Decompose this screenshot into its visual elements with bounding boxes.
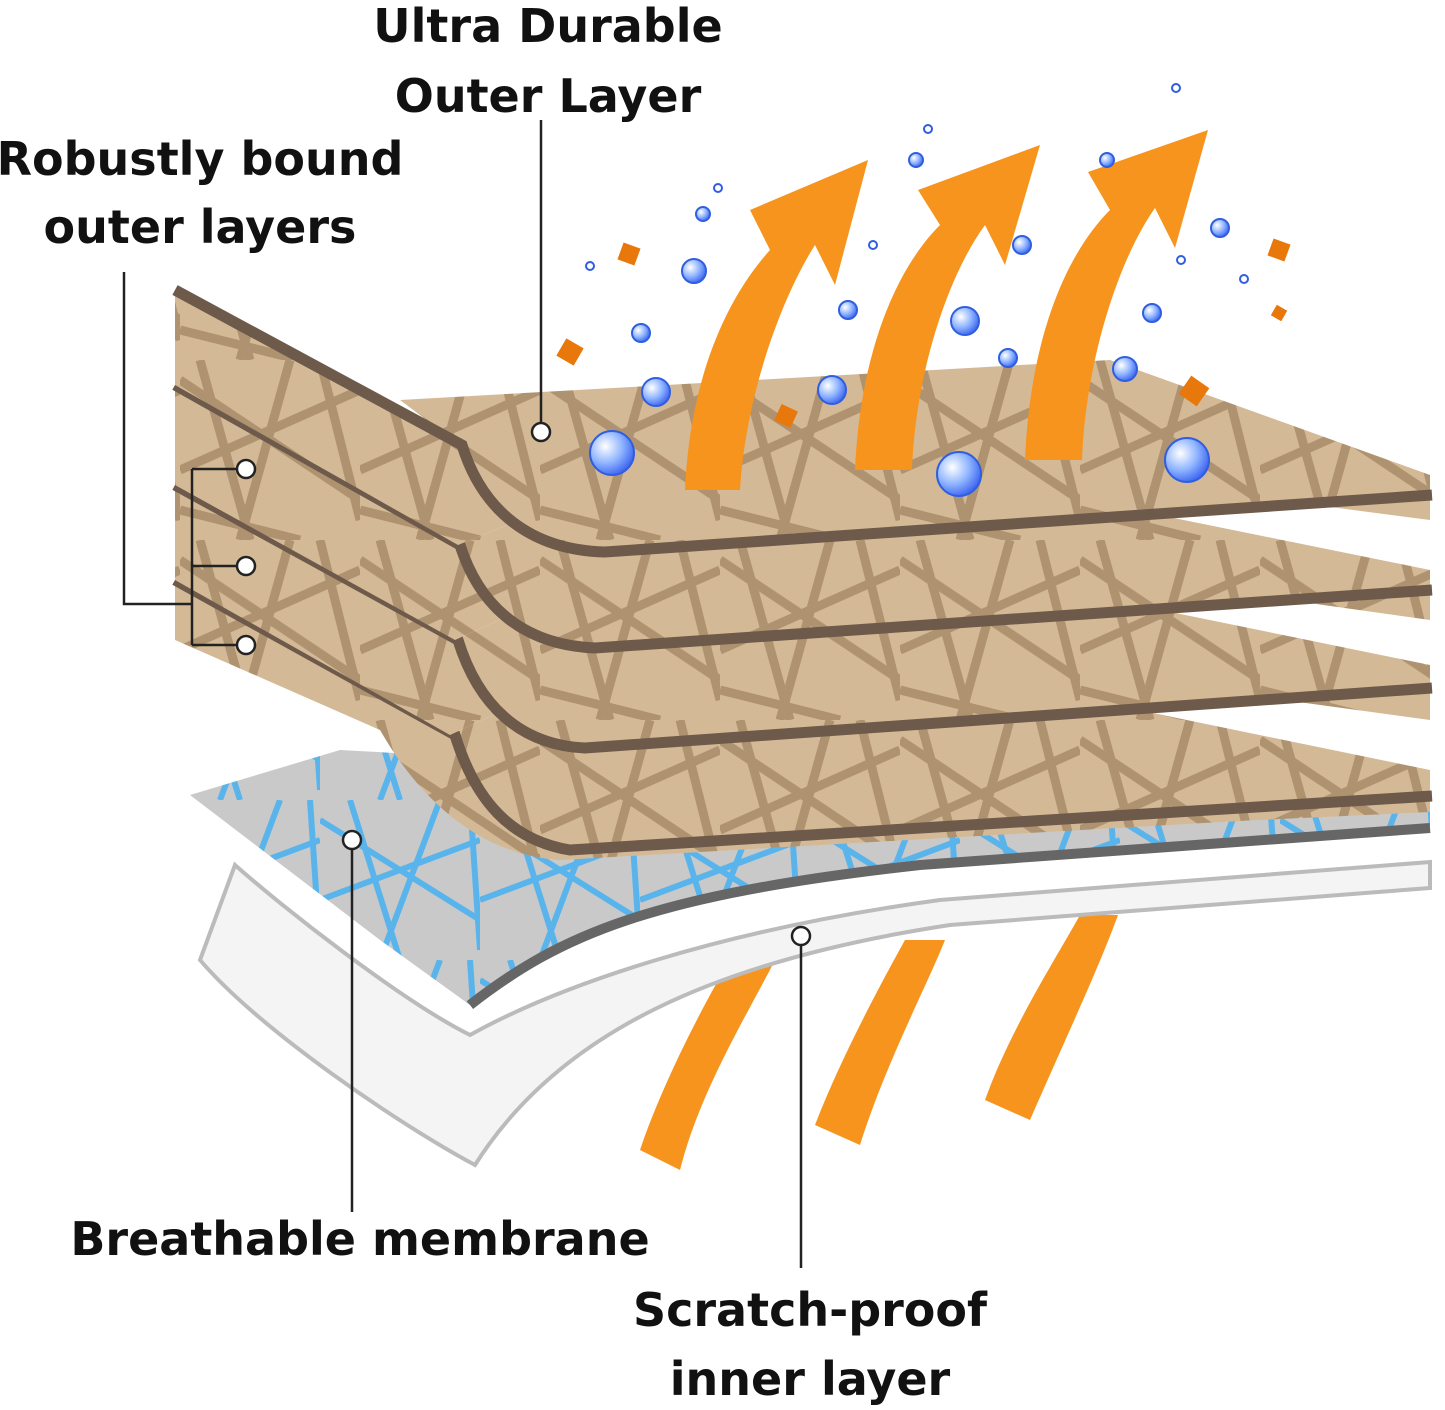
water-bubbles — [585, 83, 1249, 497]
water-bubble-icon — [1012, 235, 1032, 255]
label-outer-layer-line1: Ultra Durable — [373, 0, 722, 53]
water-bubble-icon — [908, 152, 924, 168]
callout-dot-bound-2 — [235, 555, 257, 577]
water-bubble-icon — [1171, 83, 1181, 93]
water-bubble-icon — [1210, 218, 1230, 238]
water-bubble-icon — [838, 300, 858, 320]
water-bubble-icon — [817, 375, 847, 405]
water-bubble-icon — [641, 377, 671, 407]
water-bubble-icon — [950, 306, 980, 336]
up-arrow-icon — [685, 160, 868, 490]
dirt-particle-icon — [556, 338, 584, 366]
inner-layer-shape — [197, 859, 1432, 1168]
up-arrow-icon — [855, 145, 1040, 470]
dirt-particle-icon — [1178, 375, 1210, 407]
water-bubble-icon — [1164, 437, 1210, 483]
up-arrow-icon — [815, 940, 945, 1145]
callout-dot-bound-1 — [235, 458, 257, 480]
label-bound-layers-line2: outer layers — [44, 200, 357, 254]
label-inner-layer-line1: Scratch-proof — [633, 1283, 988, 1337]
label-membrane: Breathable membrane — [70, 1212, 649, 1266]
water-bubble-icon — [631, 323, 651, 343]
water-bubble-icon — [681, 258, 707, 284]
up-arrow-icon — [640, 960, 775, 1170]
callout-dot-membrane — [341, 829, 363, 851]
membrane-edge — [466, 823, 1431, 1009]
dirt-particle-icon — [617, 242, 641, 266]
water-bubble-icon — [1112, 356, 1138, 382]
water-bubble-icon — [695, 206, 711, 222]
water-bubble-icon — [868, 240, 878, 250]
dirt-particle-icon — [1267, 238, 1291, 262]
up-arrow-icon — [985, 915, 1118, 1120]
callout-dot-inner-layer — [790, 925, 812, 947]
water-bubble-icon — [1239, 274, 1249, 284]
dirt-particle-icon — [1270, 304, 1288, 322]
leader-lines — [122, 120, 812, 1268]
tan-layer-1-outer — [172, 285, 1433, 558]
water-bubble-icon — [998, 348, 1018, 368]
water-bubble-icon — [923, 124, 933, 134]
up-arrow-icon — [1025, 130, 1208, 460]
callout-dot-outer-layer — [530, 421, 552, 443]
label-bound-layers-line1: Robustly bound — [0, 132, 403, 186]
label-outer-layer-line2: Outer Layer — [395, 69, 702, 123]
arrows-above — [685, 130, 1208, 490]
arrows-below — [640, 915, 1118, 1170]
water-bubble-icon — [585, 261, 595, 271]
callout-dot-bound-3 — [235, 634, 257, 656]
leader-bound-layers — [122, 272, 192, 606]
water-bubble-icon — [1176, 255, 1186, 265]
dirt-particles — [556, 238, 1291, 428]
dirt-particle-icon — [774, 404, 798, 428]
water-bubble-icon — [713, 183, 723, 193]
water-bubble-icon — [1142, 303, 1162, 323]
label-inner-layer-line2: inner layer — [670, 1352, 951, 1406]
water-bubble-icon — [936, 451, 982, 497]
water-bubble-icon — [1099, 152, 1115, 168]
water-bubble-icon — [589, 430, 635, 476]
